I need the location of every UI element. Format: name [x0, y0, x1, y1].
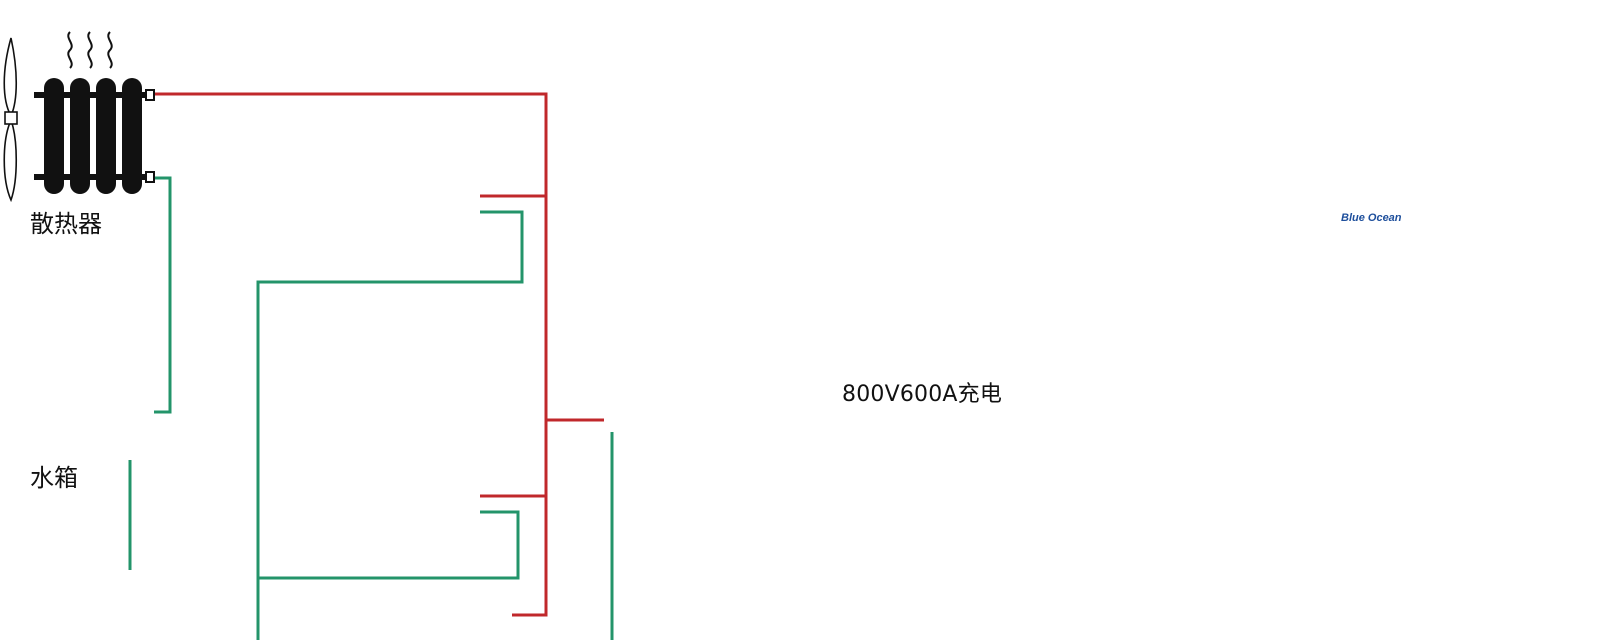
water-tank-label: 水箱 — [30, 464, 78, 492]
charging-spec-label: 800V600A充电 — [842, 382, 1003, 407]
cool-pipes — [128, 176, 614, 640]
radiator-label: 散热器 — [30, 210, 102, 238]
brand-logo-text: Blue Ocean — [1341, 212, 1402, 224]
hot-pipes — [152, 92, 604, 617]
heat-wave-icon — [67, 31, 113, 69]
fan-icon — [3, 37, 18, 203]
radiator-icon — [34, 78, 155, 194]
